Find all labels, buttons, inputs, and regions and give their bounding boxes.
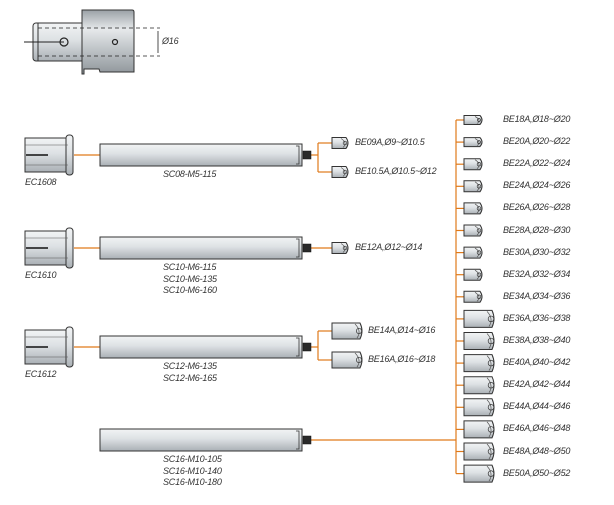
shank-screw [302,342,312,352]
head-label: BE34A,Ø34~Ø36 [503,290,571,301]
boring-head-large-1 [463,137,483,148]
boring-head-small-2 [331,242,349,254]
shank-screw [302,243,312,253]
collet-label: EC1610 [25,270,57,280]
shank-2 [99,335,312,359]
boring-heads [331,115,495,483]
connector-lines [74,119,464,475]
head-label: BE42A,Ø42~Ø44 [503,379,571,390]
boring-head-small-4 [331,351,363,369]
shank-label: SC16-M10-180 [163,477,222,487]
head-label: BE46A,Ø46~Ø48 [503,423,571,434]
head-label: BE48A,Ø48~Ø50 [503,445,571,456]
boring-head-large-8 [463,290,483,303]
head-label: BE38A,Ø38~Ø40 [503,335,571,345]
boring-head-large-0 [463,115,483,125]
boring-head-large-13 [463,398,495,417]
boring-head-large-15 [463,442,495,461]
head-label: BE20A,Ø20~Ø22 [503,136,571,147]
head-label: BE10.5A,Ø10.5~Ø12 [355,166,437,176]
boring-head-large-4 [463,202,483,215]
head-label: BE18A,Ø18~Ø20 [503,114,571,124]
boring-head-small-0 [331,137,349,149]
head-label: BE40A,Ø40~Ø42 [503,357,571,368]
collets [24,134,74,368]
shank-0 [99,143,312,167]
dimension-label: Ø16 [162,36,179,46]
boring-head-large-11 [463,354,495,373]
shank-label: SC10-M6-135 [163,273,217,284]
boring-head-large-6 [463,246,483,259]
shank-label: SC16-M10-105 [163,454,222,464]
head-label: BE36A,Ø36~Ø38 [503,312,571,323]
shank-label: SC12-M6-135 [163,361,217,371]
boring-head-small-1 [331,166,349,178]
boring-head-large-5 [463,224,483,237]
head-label: BE26A,Ø26~Ø28 [503,202,571,213]
shank-label: SC08-M5-115 [163,169,217,179]
shank-label: SC16-M10-140 [163,465,222,476]
boring-head-large-12 [463,376,495,395]
head-label: BE12A,Ø12~Ø14 [355,242,423,252]
collet-ec1610 [24,227,74,269]
shank-labels: SC08-M5-115 [163,169,216,181]
head-label: BE50A,Ø50~Ø52 [503,467,571,478]
boring-head-large-10 [463,332,495,350]
head-label: BE09A,Ø9~Ø10.5 [355,137,425,147]
collet-label: EC1612 [25,369,57,379]
head-label: BE22A,Ø22~Ø24 [503,158,571,169]
collet-ec1612 [24,326,74,368]
shank-label: SC10-M6-115 [163,262,217,272]
adapter-drawing [24,9,160,75]
shank-3 [99,428,312,452]
shank-label: SC10-M6-160 [163,285,217,295]
shank-label: SC12-M6-165 [163,372,217,383]
head-label: BE44A,Ø44~Ø46 [503,401,571,412]
shank-screw [302,435,312,445]
shank-1 [99,236,312,260]
boring-head-large-14 [463,420,495,439]
head-label: BE30A,Ø30~Ø32 [503,246,571,257]
head-label: BE14A,Ø14~Ø16 [368,325,436,335]
head-label: BE16A,Ø16~Ø18 [368,354,436,364]
head-label: BE24A,Ø24~Ø26 [503,180,571,191]
head-label: BE28A,Ø28~Ø30 [503,224,571,235]
boring-head-large-9 [463,309,495,328]
boring-head-large-7 [463,268,483,281]
boring-head-large-16 [463,464,495,483]
collet-label: EC1608 [25,177,57,187]
head-label: BE32A,Ø32~Ø34 [503,268,571,279]
shanks [99,143,312,452]
boring-head-small-3 [331,322,363,340]
shank-screw [302,150,312,160]
boring-head-large-3 [463,180,483,193]
boring-head-large-2 [463,158,483,171]
collet-ec1608 [24,134,74,176]
